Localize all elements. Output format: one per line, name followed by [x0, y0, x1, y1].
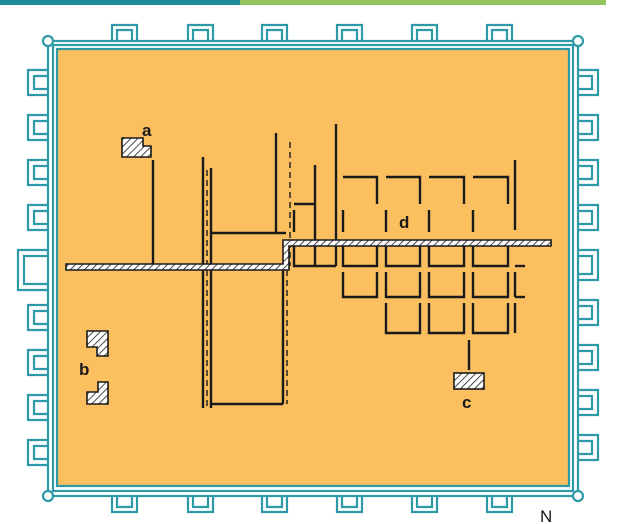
header-band-right: [240, 0, 606, 5]
label-d: d: [399, 213, 409, 232]
building-c: [453, 372, 485, 390]
label-b: b: [79, 360, 89, 379]
header-band-left: [0, 0, 240, 5]
main-street: [65, 239, 552, 271]
building-b-upper: [86, 330, 109, 357]
street-network: [151, 124, 525, 408]
building-b-lower: [86, 381, 109, 405]
label-a: a: [142, 121, 152, 140]
label-c: c: [462, 393, 471, 412]
north-label: N: [540, 507, 552, 524]
city-wall: [16, 23, 600, 514]
building-a: [121, 137, 152, 158]
